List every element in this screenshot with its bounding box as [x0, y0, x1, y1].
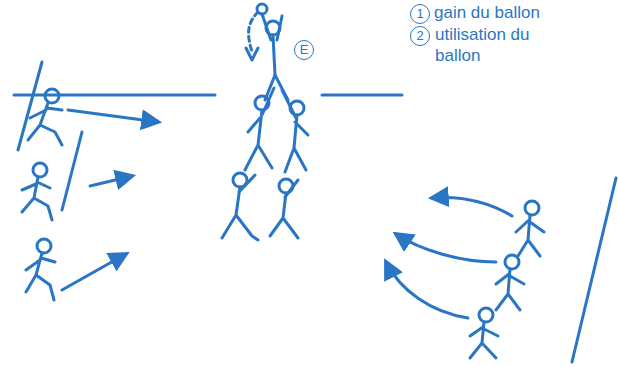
callout-number: 2 [410, 26, 430, 46]
support-figure [222, 173, 258, 240]
lifter-figure [245, 88, 274, 170]
ball-path-head [246, 48, 258, 60]
runner-figure [28, 89, 62, 145]
field-line [572, 178, 616, 362]
caption-text: gain du ballon [434, 2, 614, 23]
callout-number: 1 [410, 4, 430, 24]
support-figure [270, 179, 298, 238]
runner-figure [516, 201, 544, 256]
support-arrow [386, 262, 468, 318]
run-arrow [90, 176, 132, 186]
support-arrow [396, 234, 496, 262]
runner-figure [470, 308, 498, 358]
caption-text: utilisation du ballon [435, 24, 560, 66]
ball-path [249, 12, 258, 52]
runner-figure [26, 239, 55, 300]
run-arrow [62, 254, 126, 290]
run-arrow [68, 110, 158, 122]
jumper-figure [257, 4, 288, 100]
player-letter: E [294, 40, 314, 60]
run-line [62, 132, 82, 210]
support-arrow [432, 198, 512, 216]
runner-figure [22, 163, 52, 220]
line-out-mark [322, 94, 402, 97]
lifter-figure [282, 90, 308, 172]
runner-figure [496, 255, 524, 310]
